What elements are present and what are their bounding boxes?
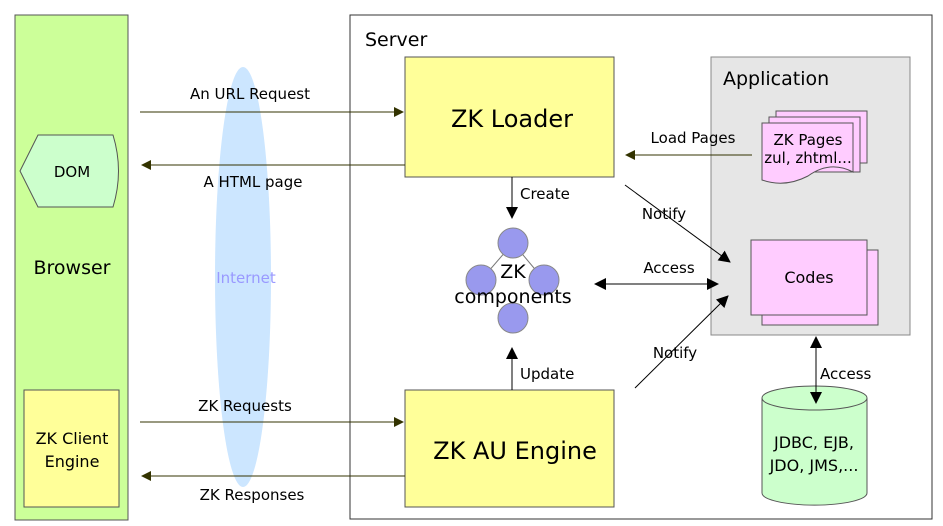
components-label-1: ZK xyxy=(500,261,526,283)
url-request-label: An URL Request xyxy=(190,85,310,103)
component-node xyxy=(497,302,529,334)
zk-responses-label: ZK Responses xyxy=(200,486,305,504)
zk-pages-label-2: zul, zhtml... xyxy=(764,149,851,167)
internet-cloud xyxy=(215,67,271,487)
notify-bottom-label: Notify xyxy=(653,344,697,362)
component-node xyxy=(528,264,560,296)
zk-au-engine-label: ZK AU Engine xyxy=(433,437,597,465)
internet-label: Internet xyxy=(216,269,276,287)
zk-loader-box xyxy=(404,56,615,178)
access-db-label: Access xyxy=(820,365,872,383)
dom-label: DOM xyxy=(54,163,90,181)
create-label: Create xyxy=(520,185,570,203)
zk-au-engine-box xyxy=(404,389,615,508)
component-node xyxy=(497,227,529,259)
html-page-label: A HTML page xyxy=(203,173,302,191)
notify-top-label: Notify xyxy=(642,205,686,223)
zk-pages-document: ZK Pages zul, zhtml... xyxy=(761,110,868,184)
dom-shape xyxy=(19,134,119,208)
codes-label: Codes xyxy=(784,268,833,287)
application-title: Application xyxy=(723,68,829,90)
zk-pages-label-1: ZK Pages xyxy=(773,131,842,149)
database-label-1: JDBC, EJB, xyxy=(773,433,854,452)
zk-components: ZK components xyxy=(454,227,572,334)
zk-loader-label: ZK Loader xyxy=(451,105,573,133)
zk-client-engine-box xyxy=(23,389,120,508)
browser-panel: DOM Browser ZK Client Engine xyxy=(14,14,129,521)
database-label-2: JDO, JMS,... xyxy=(769,456,859,475)
notify-bottom-arrow xyxy=(634,295,729,389)
load-pages-label: Load Pages xyxy=(651,129,736,147)
codes-box: Codes xyxy=(750,239,879,326)
client-engine-label-2: Engine xyxy=(45,452,100,471)
component-node xyxy=(465,264,497,296)
database-cylinder: JDBC, EJB, JDO, JMS,... xyxy=(761,385,868,506)
components-label-2: components xyxy=(454,286,571,308)
update-label: Update xyxy=(520,365,574,383)
server-title: Server xyxy=(365,29,427,51)
access-components-label: Access xyxy=(643,259,695,277)
zk-requests-label: ZK Requests xyxy=(198,397,292,415)
notify-top-arrow xyxy=(624,184,731,263)
client-engine-label-1: ZK Client xyxy=(36,429,109,448)
browser-title: Browser xyxy=(34,257,111,279)
